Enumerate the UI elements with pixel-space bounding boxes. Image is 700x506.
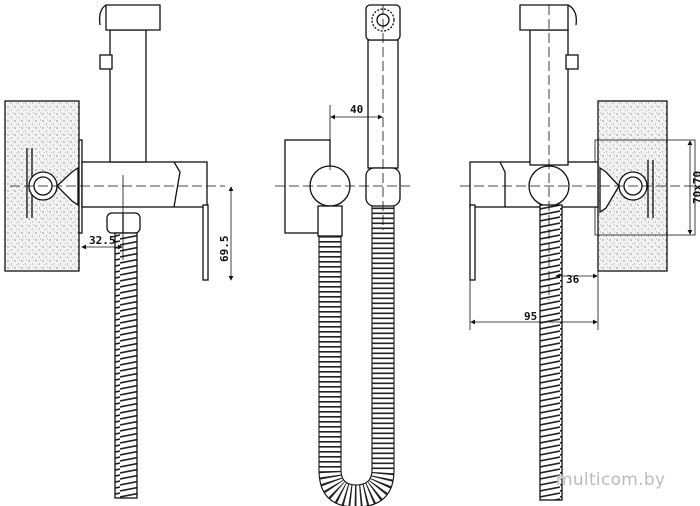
spray-nozzle [371, 8, 395, 32]
hose-connector [317, 205, 343, 237]
shower-head [519, 4, 577, 31]
hose [114, 232, 138, 499]
valve-body [309, 165, 351, 207]
spray-button [565, 54, 579, 70]
dim-40: 40 [350, 103, 363, 116]
shower-head [98, 4, 161, 31]
dim-70x70: 70x70 [691, 171, 700, 204]
hose-outline [318, 206, 395, 506]
hose [319, 206, 394, 506]
dim-32-5: 32.5 [89, 234, 116, 247]
dim-36: 36 [566, 273, 580, 286]
front-view [275, 4, 410, 506]
right-side-view [460, 4, 700, 501]
watermark: multicom.by [556, 470, 666, 490]
left-side-view [4, 4, 234, 499]
dim-69-5: 69.5 [218, 236, 231, 263]
spray-button [99, 54, 113, 70]
hose [539, 204, 563, 501]
shower-handle [109, 29, 147, 163]
mixer-body [81, 161, 208, 208]
dim-95: 95 [524, 310, 537, 323]
lever [469, 204, 476, 281]
lever [202, 204, 209, 281]
